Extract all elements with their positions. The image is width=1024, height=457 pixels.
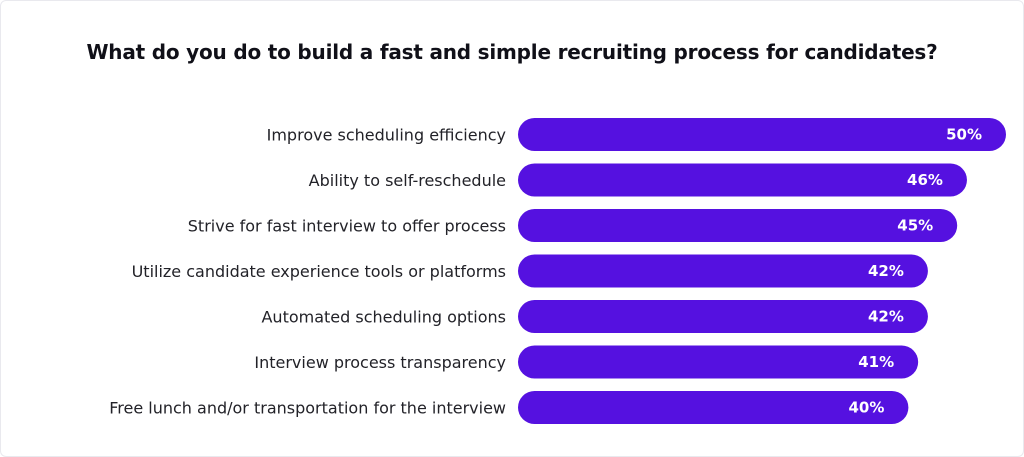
bar-2	[518, 163, 967, 197]
category-label-5: Automated scheduling options	[261, 308, 506, 327]
category-label-7: Free lunch and/or transportation for the…	[109, 399, 506, 418]
chart-title: What do you do to build a fast and simpl…	[86, 40, 938, 64]
value-label-6: 41%	[858, 353, 894, 371]
bar-1	[518, 118, 1006, 151]
bar-6	[518, 345, 919, 379]
value-label-4: 42%	[868, 262, 904, 280]
bar-3	[518, 209, 958, 242]
bar-7	[518, 391, 909, 424]
bar-5	[518, 300, 928, 333]
bar-4	[518, 254, 928, 288]
value-label-7: 40%	[848, 399, 884, 417]
value-label-2: 46%	[907, 171, 943, 189]
category-label-2: Ability to self-reschedule	[309, 171, 506, 190]
category-label-4: Utilize candidate experience tools or pl…	[132, 262, 506, 281]
value-label-5: 42%	[868, 308, 904, 326]
value-label-3: 45%	[897, 217, 933, 235]
category-label-3: Strive for fast interview to offer proce…	[188, 217, 506, 236]
category-label-6: Interview process transparency	[254, 353, 506, 372]
value-label-1: 50%	[946, 126, 982, 144]
category-label-1: Improve scheduling efficiency	[267, 126, 506, 145]
